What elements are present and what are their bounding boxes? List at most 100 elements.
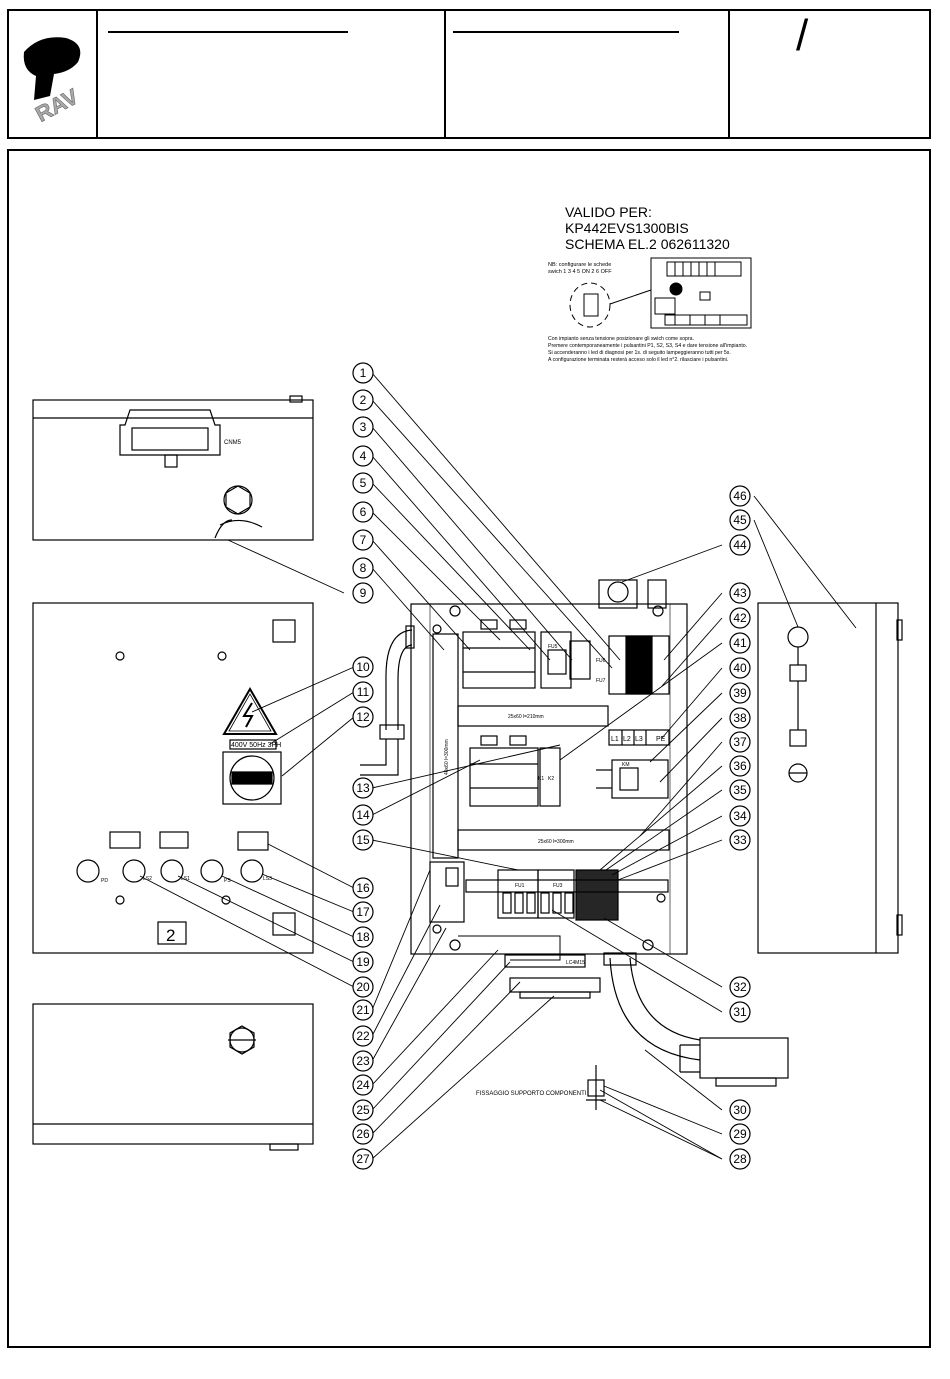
callout-28: 28 (729, 1148, 751, 1170)
svg-text:40: 40 (733, 661, 747, 675)
bottom-cable-duct (457, 829, 670, 851)
callout-22: 22 (352, 1025, 374, 1047)
lamp-ls2 (122, 859, 146, 883)
instruction-4: A configurazione terminata resterà acces… (548, 357, 728, 363)
svg-text:10: 10 (356, 660, 370, 674)
label-fu1: FU1 (515, 883, 525, 889)
callout-38: 38 (729, 707, 751, 729)
svg-text:33: 33 (733, 833, 747, 847)
callout-46: 46 (729, 485, 751, 507)
callout-4: 4 (352, 445, 374, 467)
instruction-3: Si accenderanno i led di diagnosi per 1s… (548, 350, 731, 356)
label-fu5: FU5 (548, 644, 558, 650)
callout-5: 5 (352, 472, 374, 494)
callout-20: 20 (352, 976, 374, 998)
svg-text:30: 30 (733, 1103, 747, 1117)
callout-1: 1 (352, 362, 374, 384)
svg-text:16: 16 (356, 881, 370, 895)
svg-text:20: 20 (356, 980, 370, 994)
cabinet-interior (360, 579, 789, 1110)
callout-17: 17 (352, 901, 374, 923)
panel-side-view (757, 602, 903, 954)
callout-9: 9 (352, 582, 374, 604)
svg-text:32: 32 (733, 980, 747, 994)
svg-text:9: 9 (360, 586, 367, 600)
terminal-block (575, 869, 619, 921)
callout-24: 24 (352, 1074, 374, 1096)
panel-door-front (32, 602, 314, 954)
svg-text:15: 15 (356, 833, 370, 847)
svg-text:8: 8 (360, 561, 367, 575)
label-k2: K2 (548, 776, 554, 782)
callout-33: 33 (729, 829, 751, 851)
callout-34: 34 (729, 805, 751, 827)
svg-text:6: 6 (360, 505, 367, 519)
svg-text:12: 12 (356, 710, 370, 724)
panel-number: 2 (166, 926, 175, 945)
lamp-label-ls2: LS2 (143, 876, 152, 882)
duct-bottom-label: 25x60 l=300mm (538, 839, 574, 845)
valid-line-1: VALIDO PER: (565, 204, 652, 220)
svg-text:1: 1 (360, 366, 367, 380)
callout-44: 44 (729, 534, 751, 556)
label-pe: PE (656, 736, 666, 743)
duct-vertical-label: 40x60 l=300mm (444, 739, 450, 775)
callout-31: 31 (729, 1001, 751, 1023)
callout-27: 27 (352, 1148, 374, 1170)
callout-42: 42 (729, 607, 751, 629)
callout-30: 30 (729, 1099, 751, 1121)
callout-39: 39 (729, 682, 751, 704)
duct-top-label: 25x60 l=210mm (508, 714, 544, 720)
svg-text:23: 23 (356, 1054, 370, 1068)
panel-bottom-view (32, 1003, 314, 1151)
connector-view (32, 395, 314, 541)
lamp-label-ls1: LS1 (181, 876, 190, 882)
lamp-pd (76, 859, 100, 883)
drawing-frame (7, 149, 931, 1348)
svg-text:25: 25 (356, 1103, 370, 1117)
callout-11: 11 (352, 681, 374, 703)
high-voltage-warning-icon (222, 687, 278, 735)
svg-text:22: 22 (356, 1029, 370, 1043)
svg-text:38: 38 (733, 711, 747, 725)
callout-35: 35 (729, 779, 751, 801)
leader-lines (139, 372, 857, 1160)
connector-label: CNM5 (224, 440, 242, 446)
company-logo: RAV (23, 37, 83, 127)
callout-bubbles: 1 2 3 4 5 6 7 8 9 10 11 12 13 14 15 16 1… (352, 362, 751, 1170)
svg-text:7: 7 (360, 533, 367, 547)
svg-text:35: 35 (733, 783, 747, 797)
callout-10: 10 (352, 656, 374, 678)
svg-text:27: 27 (356, 1152, 370, 1166)
vertical-cable-duct (432, 633, 459, 859)
svg-text:2: 2 (360, 393, 367, 407)
label-l3: L3 (635, 736, 643, 743)
callout-41: 41 (729, 632, 751, 654)
top-cable-duct (457, 705, 609, 727)
callout-15: 15 (352, 829, 374, 851)
valid-line-3: SCHEMA EL.2 062611320 (565, 236, 730, 252)
svg-text:36: 36 (733, 759, 747, 773)
switch-note-2: swich 1 3 4 5 ON 2 6 OFF (548, 269, 612, 275)
callout-6: 6 (352, 501, 374, 523)
callout-13: 13 (352, 777, 374, 799)
callout-21: 21 (352, 999, 374, 1021)
callout-26: 26 (352, 1123, 374, 1145)
label-lower-right: LC4M15 (566, 960, 585, 966)
svg-text:11: 11 (357, 685, 370, 699)
svg-text:41: 41 (733, 636, 747, 650)
label-fu6: FU6 (596, 658, 606, 664)
svg-text:17: 17 (356, 905, 370, 919)
svg-text:3: 3 (360, 420, 367, 434)
svg-text:31: 31 (733, 1005, 747, 1019)
din-rail (465, 879, 669, 893)
svg-text:28: 28 (733, 1152, 747, 1166)
callout-7: 7 (352, 529, 374, 551)
callout-14: 14 (352, 804, 374, 826)
callout-40: 40 (729, 657, 751, 679)
sheet-mark: / (796, 11, 809, 60)
svg-text:43: 43 (733, 586, 747, 600)
svg-text:19: 19 (356, 955, 370, 969)
callout-25: 25 (352, 1099, 374, 1121)
